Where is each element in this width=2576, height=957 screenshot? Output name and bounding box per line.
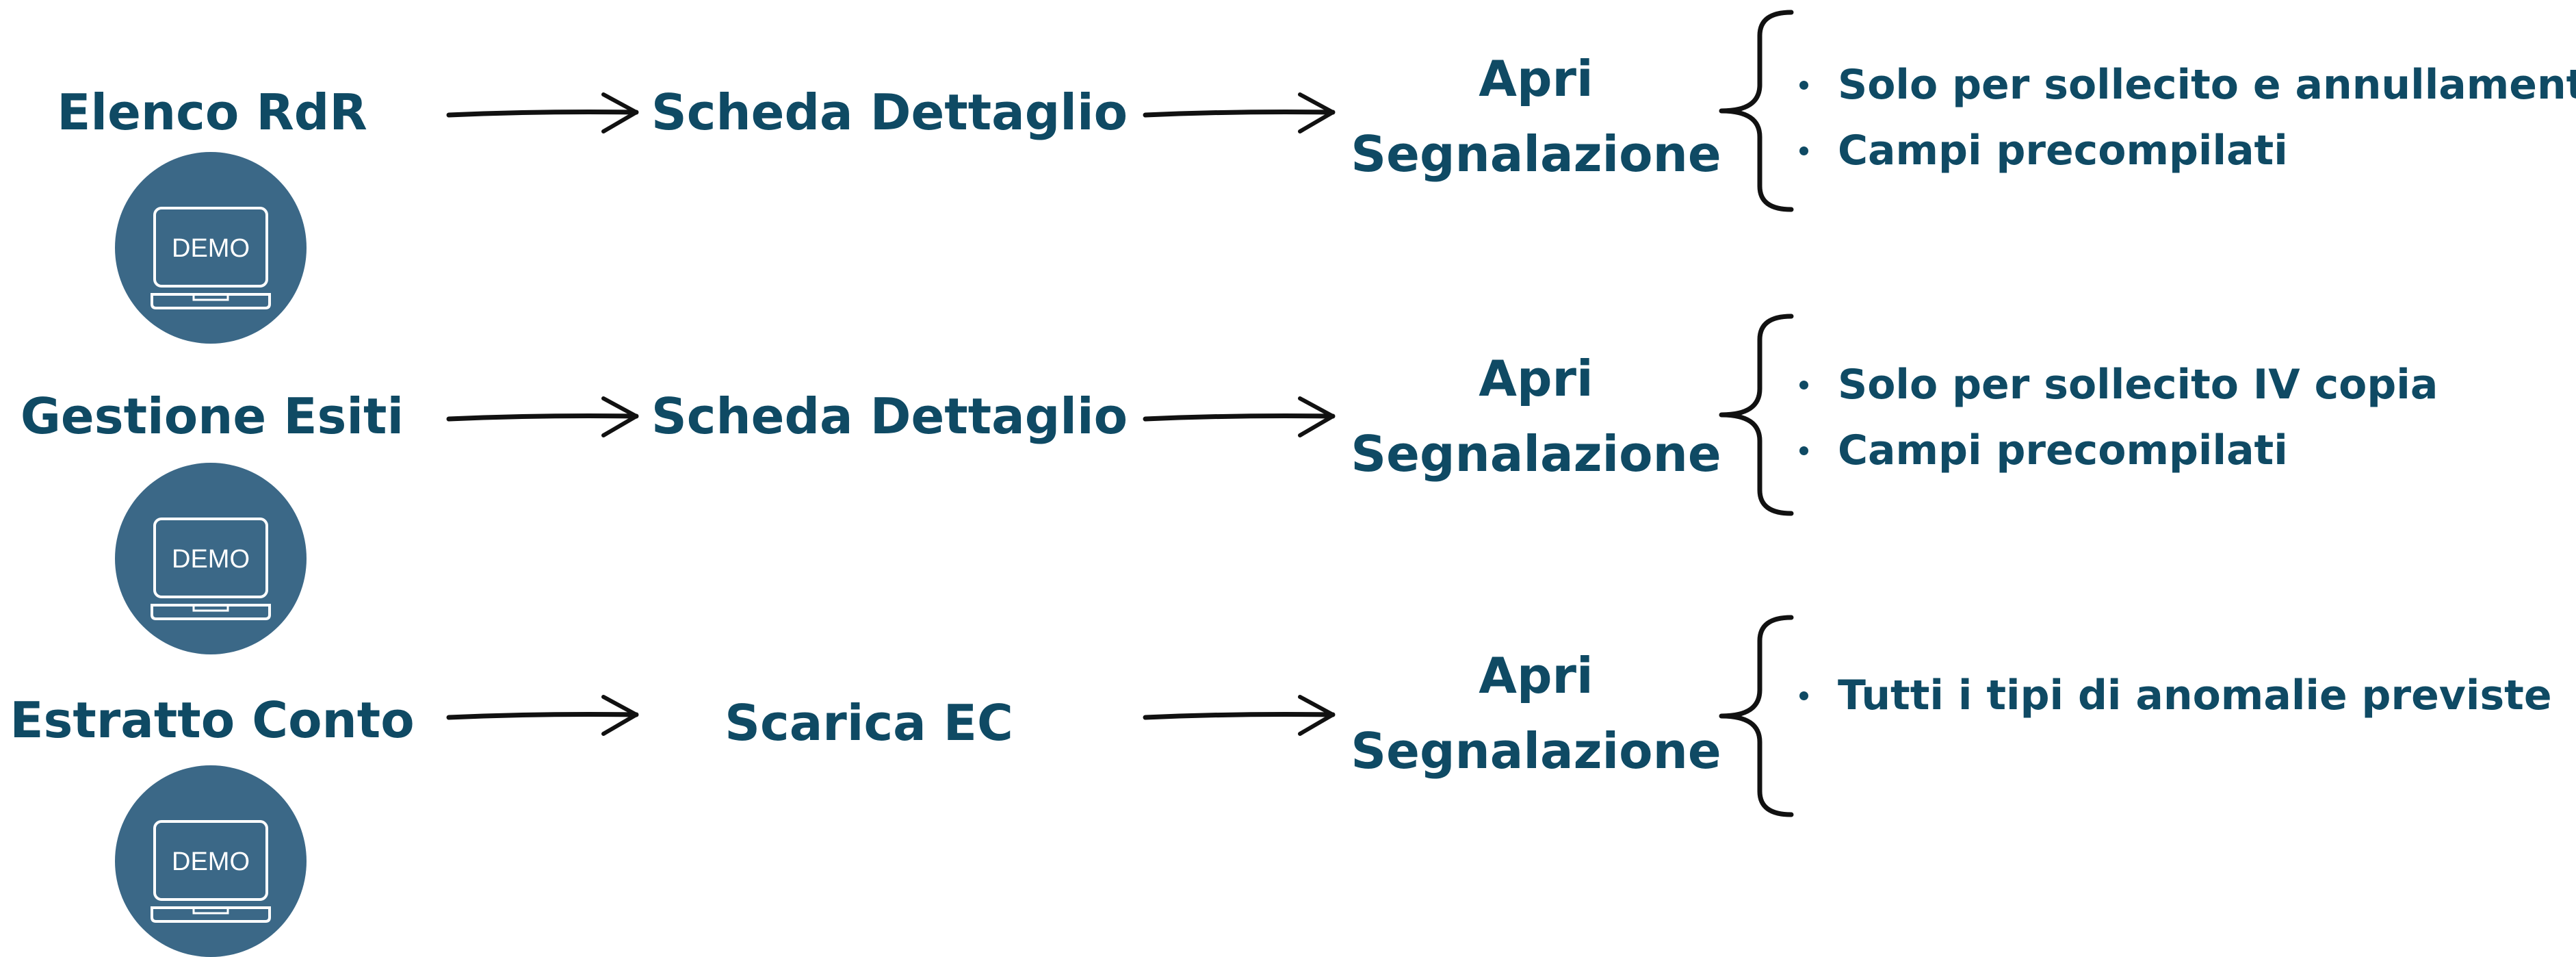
arrow-icon: [1143, 695, 1336, 736]
step-label: Scheda Dettaglio: [651, 84, 1128, 141]
curly-brace-icon: [1719, 314, 1794, 516]
action-label-line2: Segnalazione: [1351, 425, 1721, 483]
curly-brace-icon: [1719, 615, 1794, 817]
arrow-icon: [446, 396, 639, 437]
notes-list: Solo per sollecito e annullamenti Campi …: [1794, 52, 2576, 183]
action-label-line2: Segnalazione: [1351, 125, 1721, 183]
action-label: Apri Segnalazione: [1344, 341, 1728, 492]
list-item: Solo per sollecito IV copia: [1794, 352, 2438, 418]
action-label-line1: Apri: [1479, 647, 1593, 704]
badge-text: DEMO: [172, 234, 250, 263]
notes-list: Solo per sollecito IV copia Campi precom…: [1794, 352, 2438, 483]
list-item: Campi precompilati: [1794, 418, 2438, 483]
action-label: Apri Segnalazione: [1344, 41, 1728, 192]
demo-laptop-icon: DEMO: [115, 463, 307, 654]
badge-text: DEMO: [172, 545, 250, 574]
list-item: Tutti i tipi di anomalie previste: [1794, 663, 2552, 728]
source-label: Gestione Esiti: [20, 387, 404, 445]
demo-laptop-icon: DEMO: [115, 765, 307, 957]
curly-brace-icon: [1719, 10, 1794, 212]
action-label-line1: Apri: [1479, 50, 1593, 107]
source-label: Estratto Conto: [10, 691, 415, 749]
step-label: Scheda Dettaglio: [651, 387, 1128, 445]
action-label: Apri Segnalazione: [1344, 638, 1728, 789]
notes-list: Tutti i tipi di anomalie previste: [1794, 663, 2552, 728]
arrow-icon: [446, 695, 639, 736]
action-label-line1: Apri: [1479, 350, 1593, 407]
source-label: Elenco RdR: [57, 84, 367, 141]
badge-text: DEMO: [172, 847, 250, 876]
list-item: Campi precompilati: [1794, 118, 2576, 183]
action-label-line2: Segnalazione: [1351, 722, 1721, 780]
arrow-icon: [446, 92, 639, 133]
demo-laptop-icon: DEMO: [115, 152, 307, 344]
arrow-icon: [1143, 92, 1336, 133]
step-label: Scarica EC: [725, 694, 1013, 752]
list-item: Solo per sollecito e annullamenti: [1794, 52, 2576, 118]
arrow-icon: [1143, 396, 1336, 437]
